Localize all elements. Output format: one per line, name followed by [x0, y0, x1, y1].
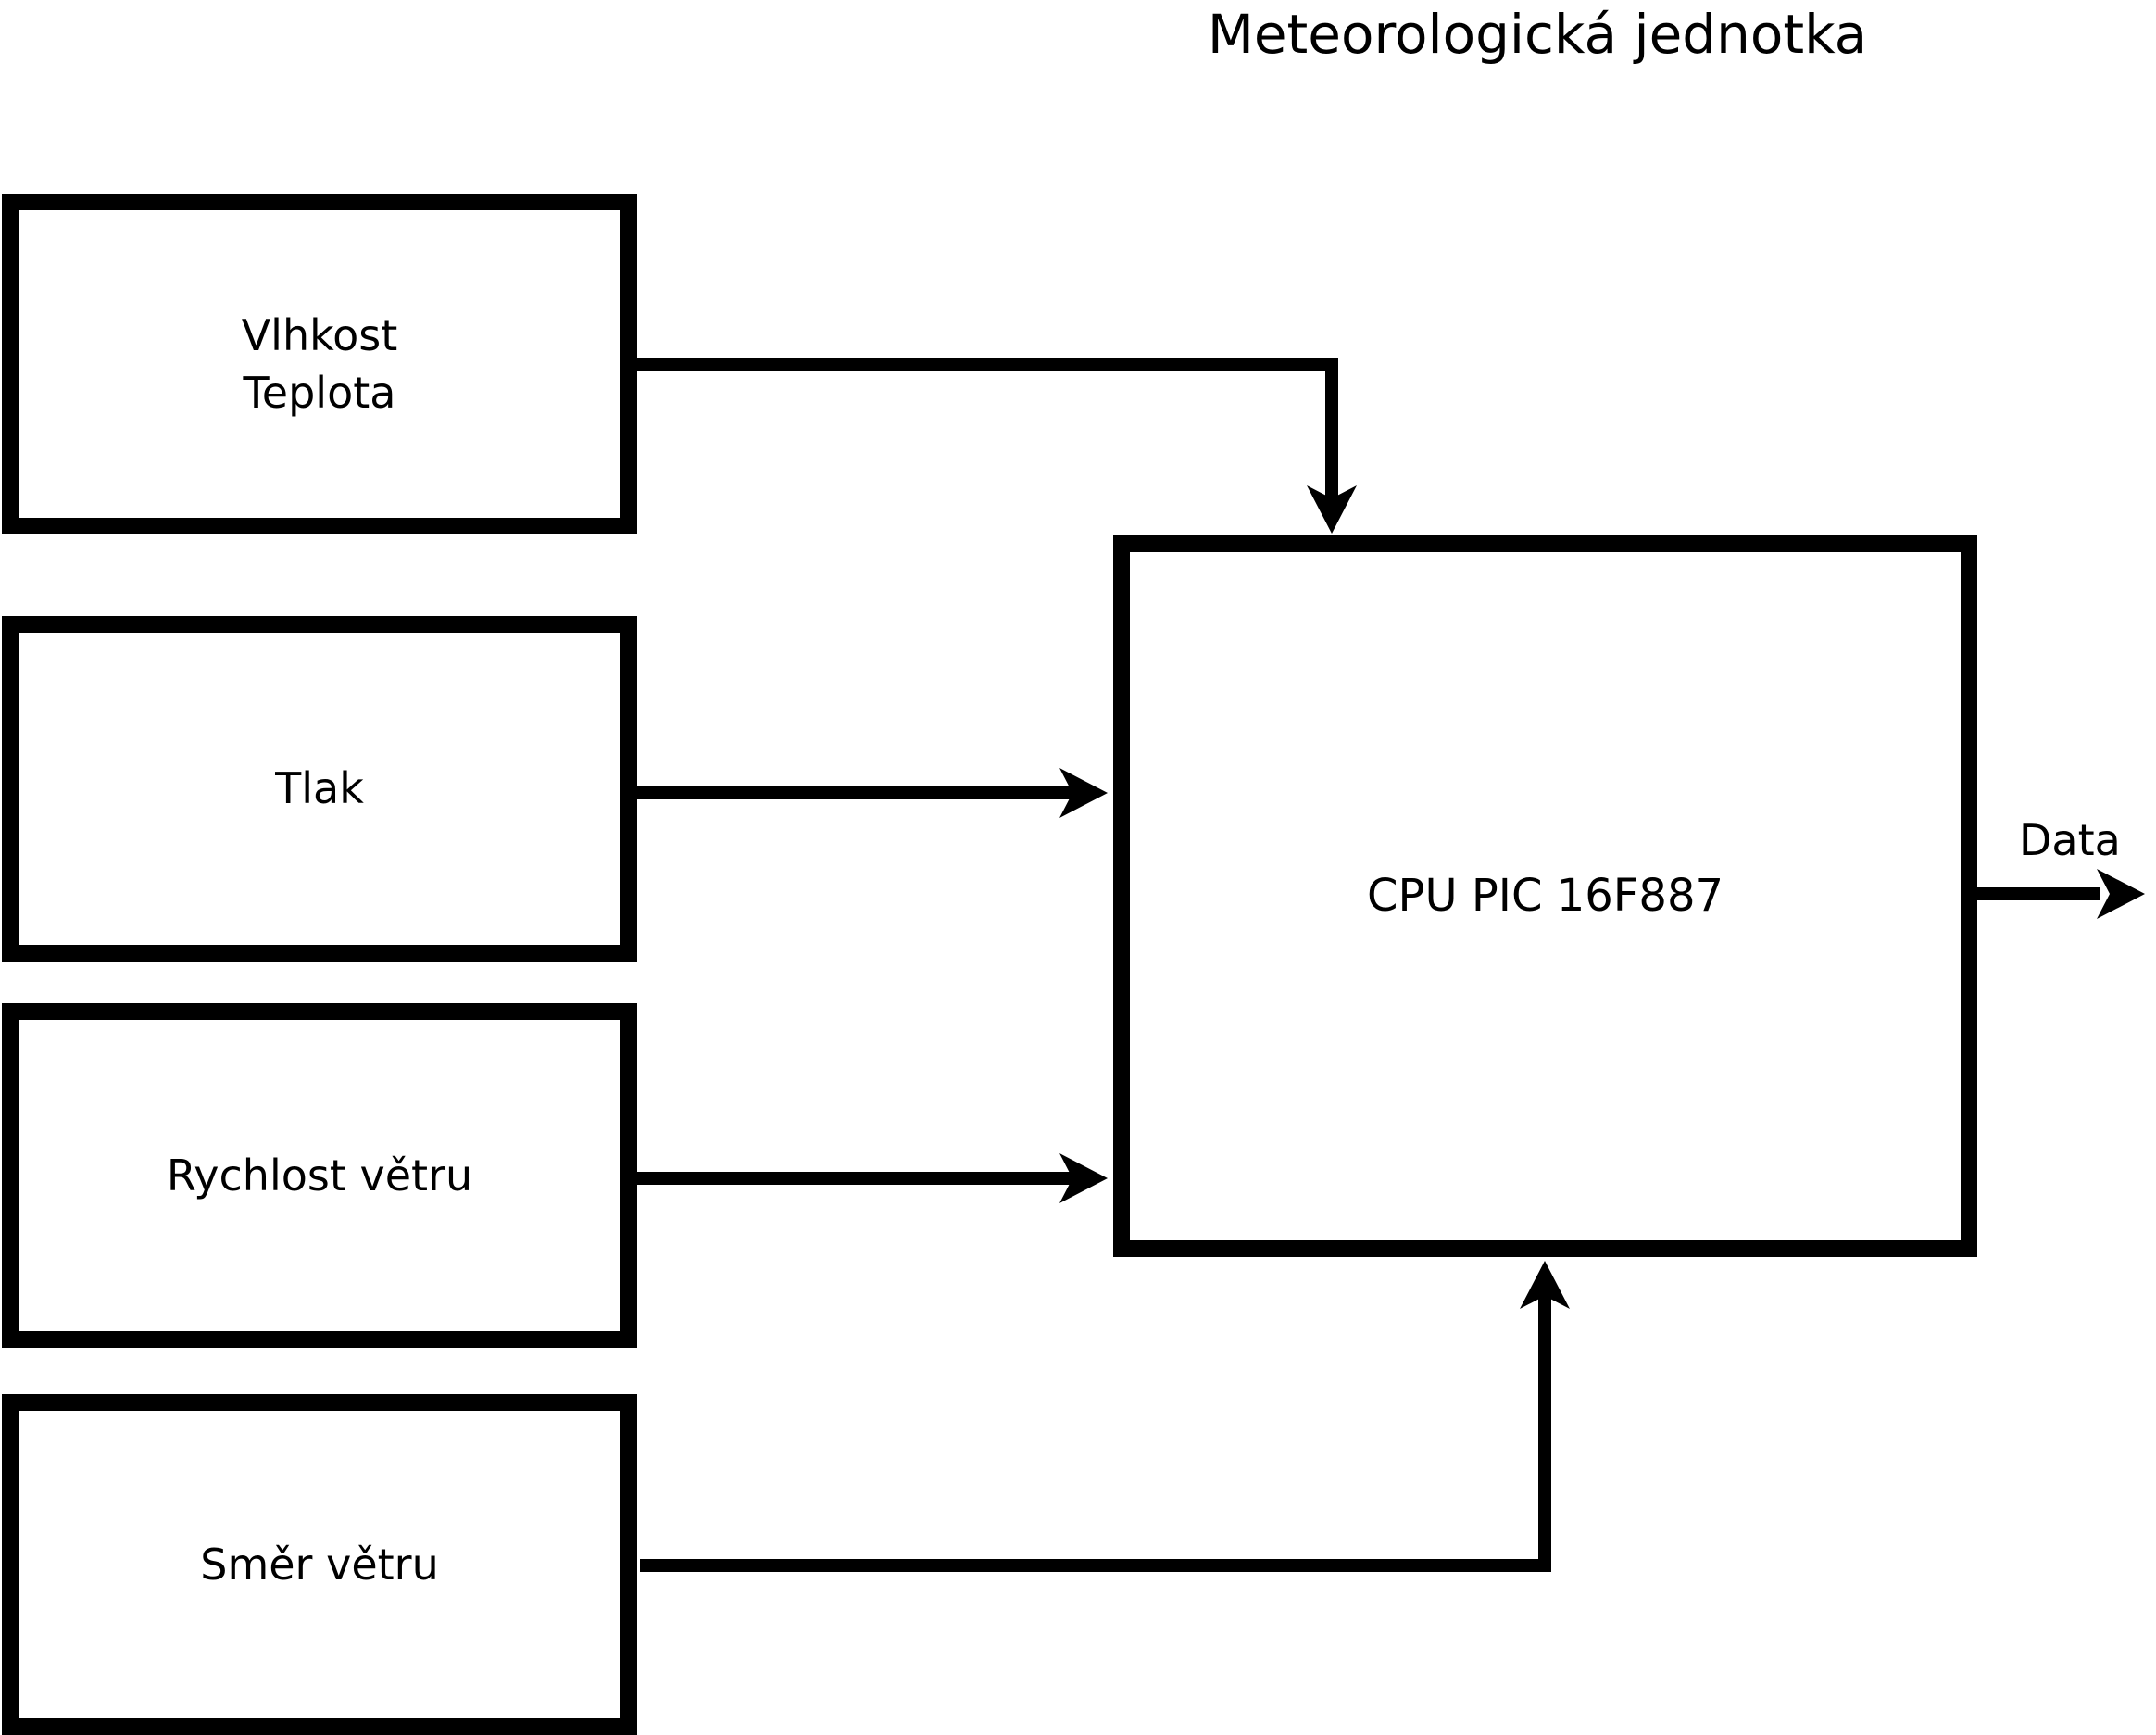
arrow-vlhkost-teplota-to-cpu	[637, 358, 1357, 534]
data-output-label: Data	[2019, 815, 2121, 865]
sensor-box-tlak: Tlak	[2, 616, 637, 962]
arrow-shaft	[637, 358, 1338, 498]
arrow-shaft	[640, 1296, 1551, 1572]
sensor-box-rychlost-vetru: Rychlost větru	[2, 1003, 637, 1348]
arrow-cpu-data-output	[1977, 869, 2145, 919]
arrowhead-down-icon	[1307, 485, 1357, 534]
arrowhead-right-icon	[1059, 1153, 1108, 1203]
cpu-box-label: CPU PIC 16F887	[1366, 870, 1724, 923]
arrowhead-right-icon	[2097, 869, 2145, 919]
cpu-box: CPU PIC 16F887	[1113, 535, 1977, 1257]
sensor-box-label: Tlak	[275, 763, 364, 814]
arrow-smer-vetru-to-cpu	[640, 1261, 1570, 1572]
sensor-box-label: Rychlost větru	[166, 1150, 473, 1201]
arrow-rychlost-vetru-to-cpu	[637, 1153, 1108, 1203]
sensor-box-smer-vetru: Směr větru	[2, 1394, 637, 1735]
arrow-tlak-to-cpu	[637, 768, 1108, 818]
arrowhead-right-icon	[1059, 768, 1108, 818]
diagram-title: Meteorologická jednotka	[1207, 3, 1868, 66]
sensor-box-label: Vlhkost Teplota	[241, 309, 398, 418]
arrowhead-up-icon	[1520, 1261, 1570, 1309]
sensor-box-label: Směr větru	[200, 1539, 439, 1590]
sensor-box-vlhkost-teplota: Vlhkost Teplota	[2, 194, 637, 534]
